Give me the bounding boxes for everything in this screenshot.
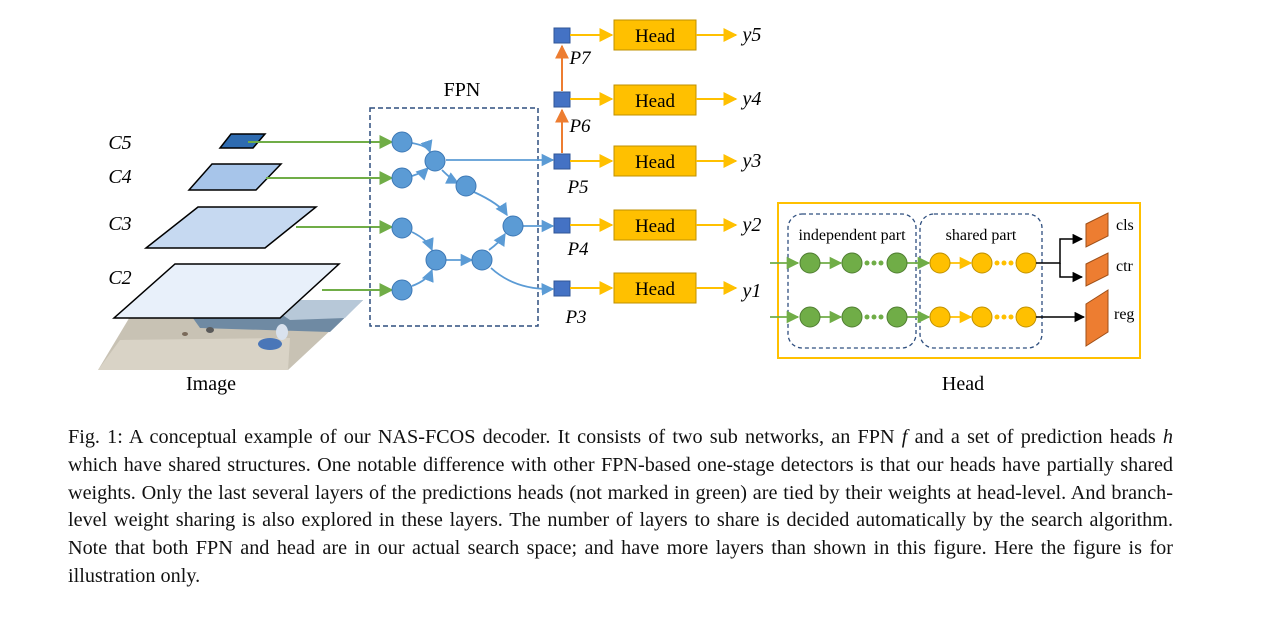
caption-text-2: and a set of prediction heads (914, 426, 1156, 448)
label-p7: P7 (568, 48, 592, 69)
label-p3: P3 (564, 307, 586, 328)
fpn-edge (441, 169, 460, 184)
plane-c2 (112, 263, 341, 319)
fpn-edge (411, 268, 434, 287)
image-label: Image (186, 373, 236, 395)
symbol-h: h (1162, 426, 1174, 448)
plane-c3 (143, 206, 319, 249)
head-column: Head Head Head Head Head y5 y4 y3 y2 y1 (570, 19, 762, 304)
fpn-edge (411, 231, 434, 252)
head-box-y5: Head (613, 19, 697, 51)
head-box-y2: Head (613, 209, 697, 241)
p4-square (553, 217, 571, 234)
fpn-node (502, 215, 524, 237)
caption-text-1: A conceptual example of our NAS-FCOS dec… (128, 426, 895, 448)
cls-output (1085, 212, 1109, 248)
p3-square (553, 280, 571, 297)
head-label: Head (635, 152, 676, 173)
reg-label: reg (1114, 306, 1134, 323)
head-detail-caption: Head (942, 373, 984, 395)
head-detail: independent part shared part (770, 202, 1141, 395)
label-p6: P6 (568, 116, 591, 137)
fpn-node (424, 150, 446, 172)
figure-caption: Fig. 1:A conceptual example of our NAS-F… (68, 424, 1173, 591)
head-label: Head (635, 279, 676, 300)
head-label: Head (635, 91, 676, 112)
label-c3: C3 (108, 213, 131, 235)
fpn-box (369, 107, 539, 327)
cls-label: cls (1116, 217, 1134, 234)
head-label: Head (635, 26, 676, 47)
plane-c4 (187, 163, 283, 191)
symbol-f: f (901, 426, 908, 448)
head-box-y3: Head (613, 145, 697, 177)
head-branch-top (770, 233, 1084, 283)
fpn-edge (411, 139, 433, 154)
shared-part-box (919, 213, 1043, 349)
head-box-y1: Head (613, 272, 697, 304)
fpn-node (391, 279, 413, 301)
fpn-edge (488, 232, 506, 251)
output-y2: y2 (741, 214, 762, 236)
head-label: Head (635, 216, 676, 237)
caption-text-3: which have shared structures. One notabl… (68, 453, 1173, 587)
output-y3: y3 (741, 150, 762, 172)
head-detail-frame (777, 202, 1141, 359)
fpn-node (391, 131, 413, 153)
head-branch-bottom (770, 306, 1086, 328)
output-y4: y4 (741, 88, 762, 110)
ctr-output (1085, 252, 1109, 287)
shared-part-label: shared part (946, 227, 1017, 244)
label-c5: C5 (108, 132, 131, 154)
p5-square (553, 153, 571, 170)
fpn-edge (411, 167, 429, 181)
independent-part-label: independent part (798, 227, 906, 244)
label-p5: P5 (566, 177, 588, 198)
label-p4: P4 (566, 239, 589, 260)
fpn-node (471, 249, 493, 271)
output-y1: y1 (741, 280, 762, 302)
backbone: C5 C4 C3 C2 (108, 132, 394, 319)
output-y5: y5 (741, 24, 762, 46)
fpn-node (425, 249, 447, 271)
nas-fcos-diagram: Image C5 C4 C3 C2 FPN (98, 19, 1141, 395)
fpn-node (455, 175, 477, 197)
fpn-edge (473, 191, 508, 217)
pyramid-levels: P7 P6 P5 P4 P3 (553, 27, 592, 328)
fpn-node (391, 217, 413, 239)
reg-output (1085, 289, 1109, 347)
head-box-y4: Head (613, 84, 697, 116)
plane-c5 (218, 133, 267, 149)
label-c4: C4 (108, 166, 131, 188)
fpn-title: FPN (444, 79, 481, 101)
caption-label: Fig. 1: (68, 426, 123, 448)
independent-part-box (787, 213, 917, 349)
ctr-label: ctr (1116, 258, 1134, 275)
fpn: FPN (369, 79, 555, 327)
p6-square (553, 91, 571, 108)
label-c2: C2 (108, 267, 131, 289)
p7-square (553, 27, 571, 44)
fpn-out-edge (490, 267, 555, 296)
fpn-node (391, 167, 413, 189)
